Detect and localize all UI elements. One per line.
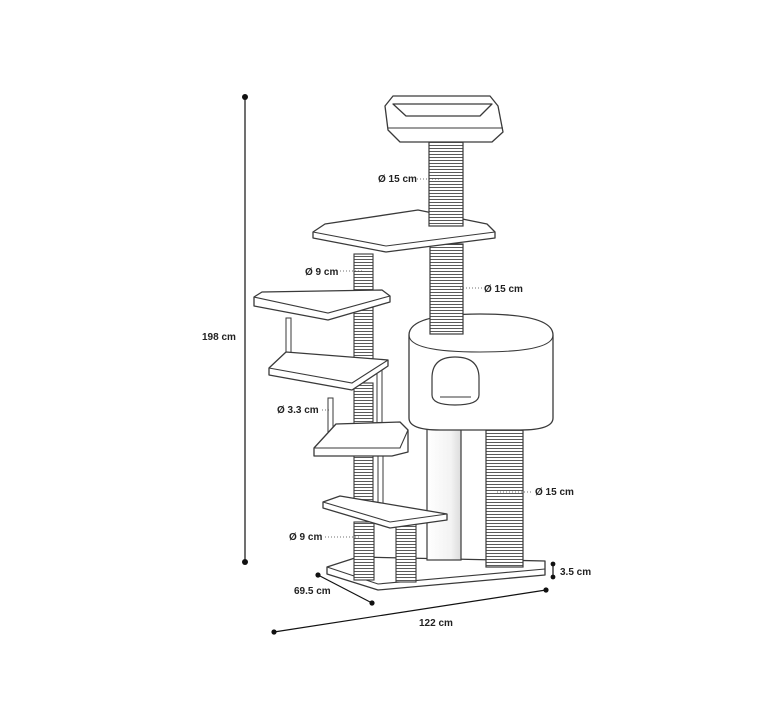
bottom-left-sisal-post [353, 521, 375, 581]
mid-left-sisal-post [353, 305, 374, 365]
house-support-pillar [426, 425, 462, 561]
platform-1 [322, 495, 448, 529]
height-label: 198 cm [202, 332, 236, 343]
cat-house [408, 313, 554, 431]
depth-label: 69.5 cm [294, 586, 331, 597]
bottom-post-diameter-label: Ø 9 cm [289, 532, 322, 543]
base-thickness-label: 3.5 cm [560, 567, 591, 578]
platform-4 [253, 289, 391, 321]
upper-platform [312, 209, 496, 253]
upper-left-post-diameter-label: Ø 9 cm [305, 267, 338, 278]
support-rod-diameter-label: Ø 3.3 cm [277, 405, 319, 416]
top-bed [384, 95, 504, 143]
house-entrance-hole [431, 356, 480, 406]
middle-sisal-post [429, 243, 464, 335]
depth-dimension [315, 572, 375, 606]
top-post-diameter-label: Ø 15 cm [378, 174, 417, 185]
platform-3 [268, 351, 389, 391]
top-sisal-post [428, 139, 464, 227]
lower-right-sisal-post [485, 426, 524, 568]
lower-right-post-diameter-label: Ø 15 cm [535, 487, 574, 498]
middle-post-diameter-label: Ø 15 cm [484, 284, 523, 295]
width-label: 122 cm [419, 618, 453, 629]
platform-2 [313, 421, 409, 457]
height-dimension [242, 94, 248, 565]
width-dimension [271, 587, 549, 635]
lower-left-sisal-post [353, 382, 374, 428]
bottom-middle-sisal-post [395, 521, 417, 583]
base-thickness-dimension [550, 561, 556, 580]
